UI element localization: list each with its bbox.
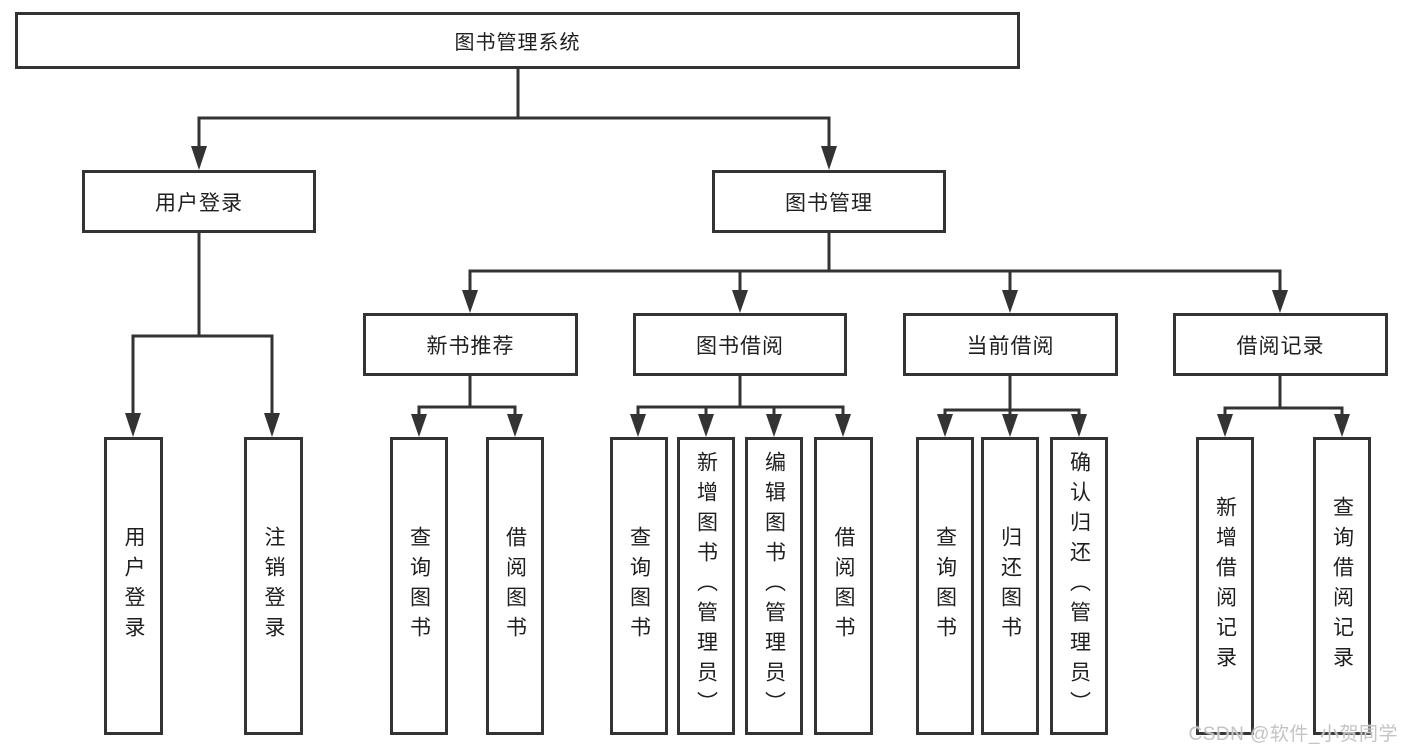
leaf-query-books-recommend: 查询图书 [390,437,448,735]
node-user-login: 用户登录 [82,170,316,233]
leaf-user-login: 用户登录 [104,437,163,735]
leaf-borrow-books-recommend: 借阅图书 [486,437,544,735]
node-current-borrowing: 当前借阅 [903,313,1118,376]
leaf-edit-books-admin: 编辑图书（管理员） [745,437,803,735]
node-root-library-system: 图书管理系统 [15,12,1020,69]
leaf-logout: 注销登录 [244,437,303,735]
node-borrowing-records: 借阅记录 [1173,313,1388,376]
node-new-book-recommend: 新书推荐 [363,313,578,376]
node-book-management: 图书管理 [712,170,946,233]
leaf-add-books-admin: 新增图书（管理员） [677,437,735,735]
node-book-borrowing: 图书借阅 [633,313,847,376]
csdn-watermark: CSDN @软件_小贺同学 [1188,724,1398,745]
leaf-return-books: 归还图书 [981,437,1039,735]
leaf-query-books-borrowing: 查询图书 [610,437,668,735]
leaf-add-borrow-record: 新增借阅记录 [1196,437,1254,735]
leaf-query-books-current: 查询图书 [916,437,974,735]
leaf-confirm-return-admin: 确认归还（管理员） [1050,437,1108,735]
arrowhead-icons [125,146,1350,437]
leaf-borrow-books: 借阅图书 [814,437,873,735]
leaf-query-borrow-record: 查询借阅记录 [1313,437,1371,735]
